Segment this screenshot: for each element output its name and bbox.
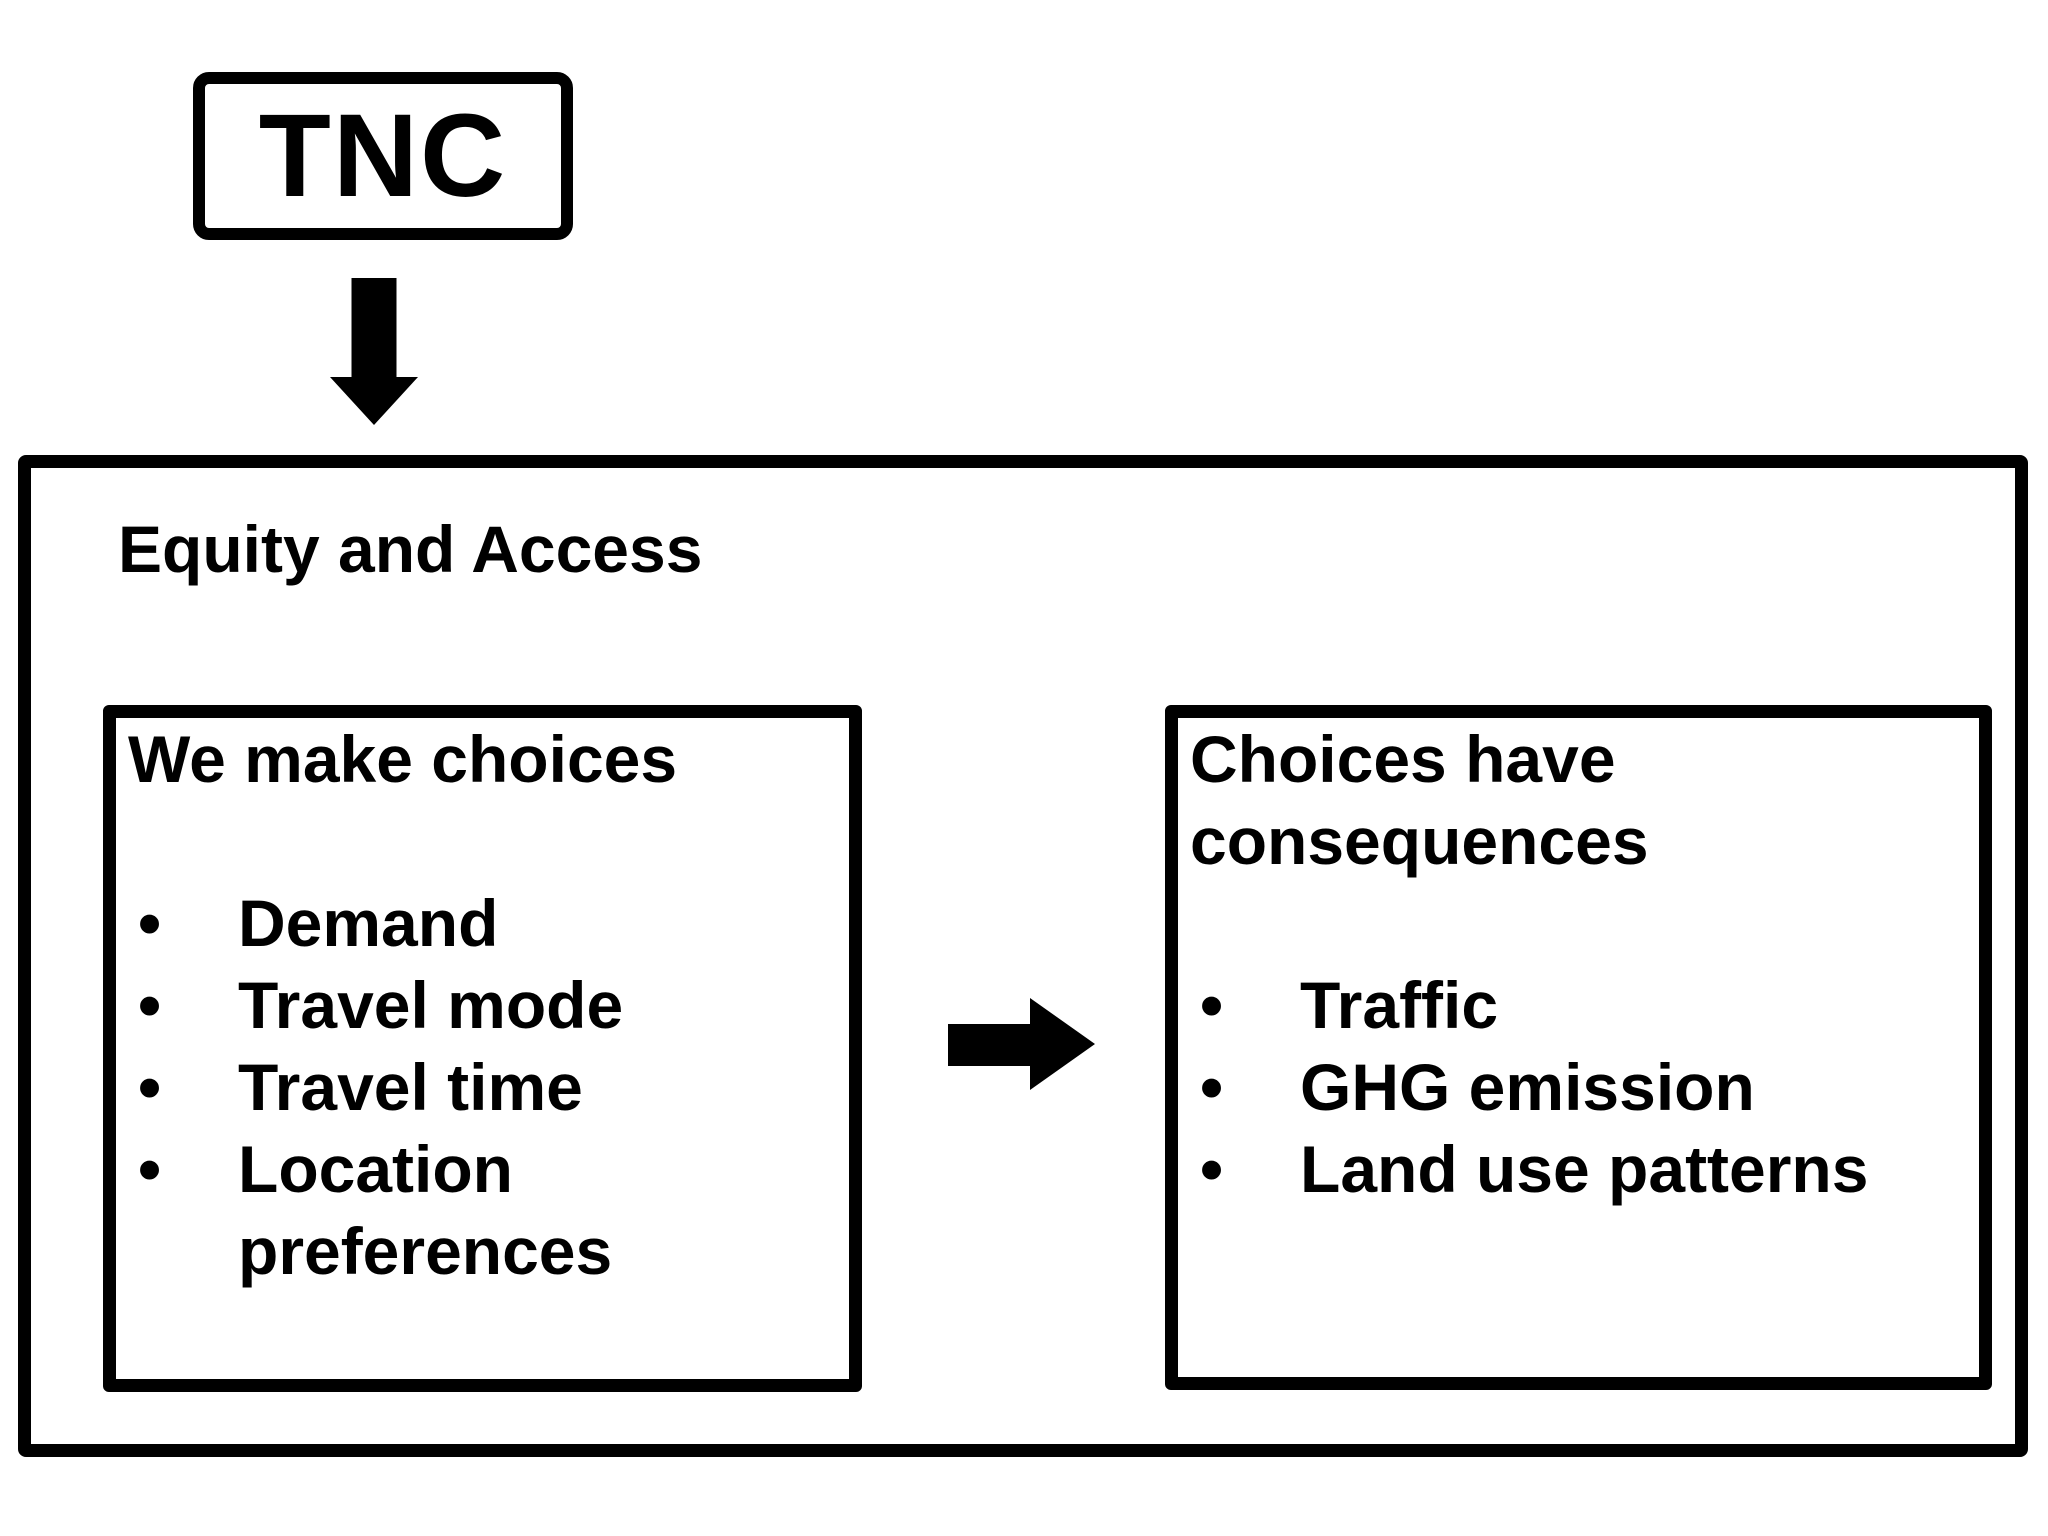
list-item-label: Travel mode: [238, 968, 624, 1042]
choices-box: We make choices • Demand • Travel mode •…: [103, 705, 862, 1392]
list-item-label: Location preferences: [238, 1132, 613, 1288]
list-item: • Travel mode: [128, 964, 831, 1046]
list-item-label: GHG emission: [1300, 1050, 1755, 1124]
bullet-icon: •: [138, 968, 162, 1042]
list-item-label: Land use patterns: [1300, 1132, 1869, 1206]
tnc-box: TNC: [193, 72, 573, 240]
bullet-icon: •: [1200, 1132, 1224, 1206]
list-item: • Land use patterns: [1190, 1128, 1961, 1210]
list-item: • Travel time: [128, 1046, 831, 1128]
consequences-list: • Traffic • GHG emission • Land use patt…: [1190, 964, 1961, 1210]
list-item-label: Demand: [238, 886, 499, 960]
consequences-box-title: Choices have consequences: [1190, 722, 1649, 878]
bullet-icon: •: [138, 1050, 162, 1124]
list-item-label: Traffic: [1300, 968, 1499, 1042]
list-item: • GHG emission: [1190, 1046, 1961, 1128]
bullet-icon: •: [138, 886, 162, 960]
choices-box-title: We make choices: [128, 722, 678, 796]
spacer: [1190, 882, 1961, 964]
bullet-icon: •: [138, 1132, 162, 1206]
bullet-icon: •: [1200, 1050, 1224, 1124]
consequences-box: Choices have consequences • Traffic • GH…: [1165, 705, 1992, 1390]
equity-access-title: Equity and Access: [118, 512, 703, 586]
list-item: • Traffic: [1190, 964, 1961, 1046]
choices-list: • Demand • Travel mode • Travel time • L…: [128, 882, 831, 1292]
list-item-label: Travel time: [238, 1050, 583, 1124]
bullet-icon: •: [1200, 968, 1224, 1042]
right-arrow-icon: [948, 998, 1095, 1090]
list-item: • Location preferences: [128, 1128, 831, 1292]
tnc-label: TNC: [258, 90, 508, 222]
spacer: [128, 800, 831, 882]
down-arrow-icon: [330, 278, 418, 425]
list-item: • Demand: [128, 882, 831, 964]
equity-access-box: Equity and Access We make choices • Dema…: [18, 455, 2028, 1457]
